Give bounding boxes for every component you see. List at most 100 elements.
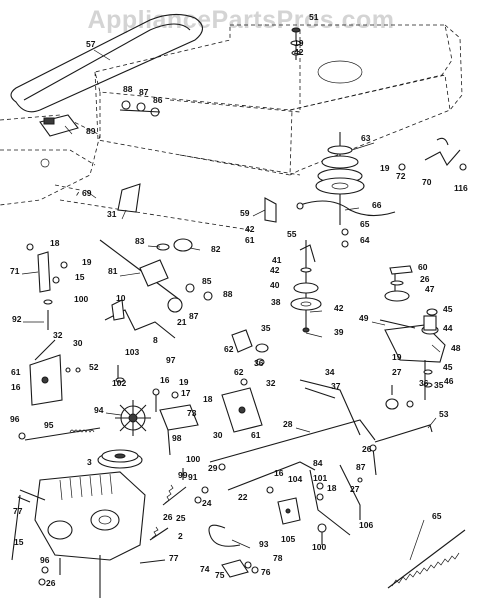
part-label: 77 <box>169 553 179 563</box>
spring-70 <box>398 137 467 171</box>
part-label: 100 <box>186 454 200 464</box>
part-label: 49 <box>359 313 369 323</box>
part-label: 78 <box>273 553 283 563</box>
part-label: 18 <box>327 483 337 493</box>
drive-belt <box>10 13 204 113</box>
part-label: 53 <box>439 409 449 419</box>
rod-28 <box>209 379 376 463</box>
part-label: 15 <box>14 537 24 547</box>
part-label: 65 <box>432 511 442 521</box>
part-label: 92 <box>12 314 22 324</box>
pulley-3 <box>97 449 143 469</box>
part-label: 87 <box>356 462 366 472</box>
part-label: 66 <box>372 200 382 210</box>
part-label: 30 <box>213 430 223 440</box>
part-label: 42 <box>245 224 255 234</box>
hose-93 <box>208 524 241 547</box>
part-label: 89 <box>86 126 96 136</box>
part-label: 45 <box>443 362 453 372</box>
part-label: 102 <box>112 378 126 388</box>
transaxle <box>11 471 146 598</box>
part-label: 25 <box>176 513 186 523</box>
part-label: 32 <box>53 330 63 340</box>
part-label: 61 <box>245 235 255 245</box>
part-label: 87 <box>139 87 149 97</box>
part-label: 61 <box>11 367 21 377</box>
part-label: 19 <box>392 352 402 362</box>
part-label: 59 <box>240 208 250 218</box>
part-label: 35 <box>434 380 444 390</box>
part-label: 100 <box>74 294 88 304</box>
part-label: 61 <box>251 430 261 440</box>
part-label: 26 <box>362 444 372 454</box>
part-label: 116 <box>454 183 468 193</box>
washers-36-35 <box>385 385 414 410</box>
part-label: 24 <box>202 498 212 508</box>
part-label: 83 <box>135 236 145 246</box>
part-label: 52 <box>89 362 99 372</box>
part-label: 82 <box>211 244 221 254</box>
deck-outline <box>0 114 101 206</box>
part-label: 18 <box>203 394 213 404</box>
part-label: 19 <box>82 257 92 267</box>
bracket-61 <box>221 378 263 433</box>
bracket-89 <box>39 114 79 137</box>
control-bracket-30 <box>29 339 81 406</box>
part-label: 96 <box>40 555 50 565</box>
part-label: 65 <box>360 219 370 229</box>
spring-65 <box>387 529 466 589</box>
part-label: 10 <box>116 293 126 303</box>
part-label: 77 <box>13 506 23 516</box>
part-label: 16 <box>11 382 21 392</box>
part-label: 94 <box>94 405 104 415</box>
spring-95 <box>18 427 101 441</box>
part-label: 98 <box>172 433 182 443</box>
part-label: 63 <box>361 133 371 143</box>
bolts-88-87-86 <box>119 100 161 117</box>
part-label: 2 <box>178 531 183 541</box>
part-label: 21 <box>177 317 187 327</box>
part-label: 18 <box>50 238 60 248</box>
pulley-63 <box>315 132 365 225</box>
bolts-misc <box>115 365 377 476</box>
roller-62 <box>231 329 269 366</box>
bracket-59 <box>264 197 396 248</box>
part-label: 22 <box>238 492 248 502</box>
rod-22 <box>227 461 316 491</box>
part-label: 19 <box>294 38 304 48</box>
part-label: 93 <box>259 539 269 549</box>
chassis-frame <box>59 24 463 231</box>
part-label: 19 <box>380 163 390 173</box>
idler-pulleys <box>290 240 322 333</box>
part-label: 96 <box>10 414 20 424</box>
part-label: 105 <box>281 534 295 544</box>
part-label: 17 <box>181 388 191 398</box>
part-label: 62 <box>224 344 234 354</box>
part-label: 44 <box>443 323 453 333</box>
part-label: 103 <box>125 347 139 357</box>
part-label: 81 <box>108 266 118 276</box>
part-label: 37 <box>331 381 341 391</box>
part-label: 91 <box>188 472 198 482</box>
bracket-71 <box>26 243 68 330</box>
part-label: 16 <box>274 468 284 478</box>
washer-100 <box>317 523 327 545</box>
part-label: 101 <box>313 473 327 483</box>
rod-53 <box>374 424 433 443</box>
part-label: 84 <box>313 458 323 468</box>
part-label: 16 <box>160 375 170 385</box>
part-label: 51 <box>309 12 319 22</box>
part-label: 42 <box>334 303 344 313</box>
part-label: 32 <box>266 378 276 388</box>
part-label: 97 <box>166 355 176 365</box>
part-label: 45 <box>443 304 453 314</box>
part-label: 100 <box>312 542 326 552</box>
part-label: 95 <box>44 420 54 430</box>
lever-8 <box>104 299 176 339</box>
part-label: 71 <box>10 266 20 276</box>
bracket-105 <box>266 486 301 525</box>
part-label: 88 <box>123 84 133 94</box>
part-label: 60 <box>418 262 428 272</box>
part-label: 40 <box>270 280 280 290</box>
